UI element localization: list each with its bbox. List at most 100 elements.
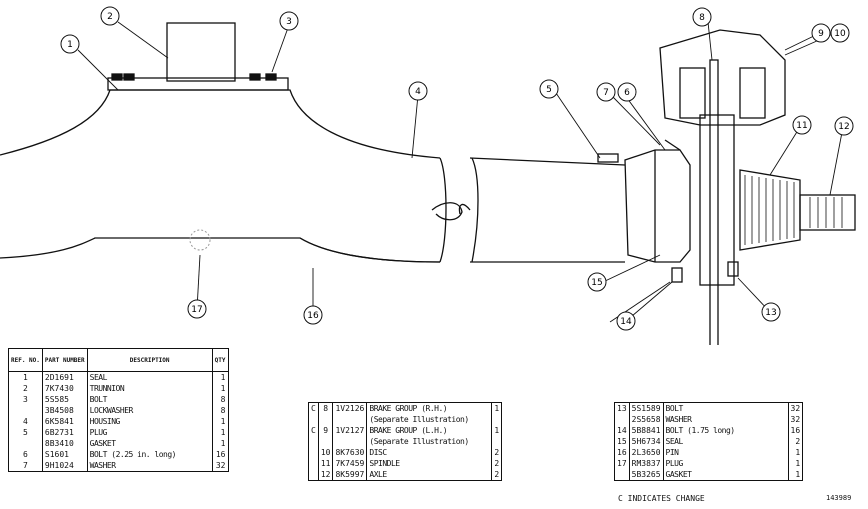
qty-cell: 1	[212, 427, 229, 438]
description-note: (R.H.)	[421, 404, 448, 413]
description-text: PLUG	[89, 428, 108, 437]
part-number-cell: 8K5997	[332, 469, 368, 481]
ref-cell: 3	[8, 394, 43, 405]
callout-5: 5	[539, 79, 559, 99]
description-text: BOLT	[665, 404, 684, 413]
qty-cell: 8	[212, 405, 229, 416]
ref-cell: 14	[614, 425, 630, 436]
qty-cell: 1	[788, 469, 804, 481]
callout-8: 8	[692, 7, 712, 27]
description-cell: BOLT (2.25 in. long)	[87, 449, 213, 460]
description-cell: DISC	[366, 447, 493, 458]
description-text: PLUG	[665, 459, 684, 468]
description-text: BOLT	[665, 426, 684, 435]
col-qty: QTY	[212, 348, 229, 372]
description-cell: PLUG	[663, 458, 789, 469]
qty-cell: 1	[491, 425, 503, 436]
callout-10: 10	[830, 23, 850, 43]
part-number-cell: 8K7630	[332, 447, 368, 458]
description-cell: LOCKWASHER	[87, 405, 213, 416]
ref-cell: 9	[318, 425, 334, 436]
change-cell	[308, 436, 319, 447]
description-cell: GASKET	[663, 469, 789, 481]
ref-cell	[614, 469, 630, 481]
ref-cell: 12	[318, 469, 334, 481]
callout-12: 12	[834, 116, 854, 136]
ref-cell	[614, 414, 630, 425]
qty-cell: 1	[212, 371, 229, 383]
qty-cell	[491, 436, 503, 447]
part-number-cell: 1V2126	[332, 402, 368, 414]
description-cell: SEAL	[663, 436, 789, 447]
description-text: TRUNNION	[89, 384, 125, 393]
svg-text:15: 15	[591, 278, 602, 288]
callout-16: 16	[303, 305, 323, 325]
svg-text:5: 5	[546, 85, 552, 95]
callout-15: 15	[587, 272, 607, 292]
part-number-cell: 5S585	[42, 394, 88, 405]
description-cell: BRAKE GROUP (R.H.)	[366, 402, 493, 414]
qty-cell: 1	[212, 438, 229, 449]
ref-cell: 4	[8, 416, 43, 427]
description-cell: AXLE	[366, 469, 493, 481]
qty-cell	[491, 414, 503, 425]
qty-cell: 2	[491, 447, 503, 458]
callout-7: 7	[596, 82, 616, 102]
description-text: (Separate Illustration)	[369, 415, 469, 424]
ref-cell: 1	[8, 371, 43, 383]
change-cell	[308, 447, 319, 458]
description-text: WASHER	[665, 415, 692, 424]
qty-cell: 1	[212, 383, 229, 394]
description-cell: (Separate Illustration)	[366, 414, 493, 425]
description-cell: BOLT	[663, 402, 789, 414]
ref-cell: 16	[614, 447, 630, 458]
description-text: BRAKE GROUP	[369, 426, 417, 435]
description-cell: SEAL	[87, 371, 213, 383]
change-note: C INDICATES CHANGE	[618, 494, 705, 503]
svg-text:9: 9	[818, 29, 824, 39]
col-description: DESCRIPTION	[87, 348, 213, 372]
description-text: BOLT	[89, 450, 108, 459]
spindle	[624, 149, 691, 263]
description-cell: PIN	[663, 447, 789, 458]
svg-text:1: 1	[67, 40, 73, 50]
description-text: BOLT	[89, 395, 108, 404]
part-number-cell: 3B4508	[42, 405, 88, 416]
ref-cell: 7	[8, 460, 43, 472]
description-cell: HOUSING	[87, 416, 213, 427]
description-text: LOCKWASHER	[89, 406, 134, 415]
description-cell: GASKET	[87, 438, 213, 449]
qty-cell: 32	[788, 414, 804, 425]
description-cell: BOLT	[87, 394, 213, 405]
part-number-cell: 5H6734	[629, 436, 664, 447]
ref-cell: 15	[614, 436, 630, 447]
part-number-cell: 2S5658	[629, 414, 664, 425]
ref-cell	[318, 414, 334, 425]
svg-text:12: 12	[838, 122, 849, 132]
description-note: (1.75 long)	[687, 426, 735, 435]
callout-3: 3	[279, 11, 299, 31]
svg-text:16: 16	[307, 311, 319, 321]
disc	[709, 59, 719, 345]
qty-cell: 1	[788, 458, 804, 469]
callout-17: 17	[187, 299, 207, 319]
axle-end	[799, 194, 856, 231]
description-cell: (Separate Illustration)	[366, 436, 493, 447]
change-cell: C	[308, 425, 319, 436]
description-note: (L.H.)	[421, 426, 448, 435]
part-number-cell: 7K7430	[42, 383, 88, 394]
callout-4: 4	[408, 81, 428, 101]
part-number-cell: 5B8841	[629, 425, 664, 436]
description-cell: TRUNNION	[87, 383, 213, 394]
qty-cell: 2	[491, 458, 503, 469]
